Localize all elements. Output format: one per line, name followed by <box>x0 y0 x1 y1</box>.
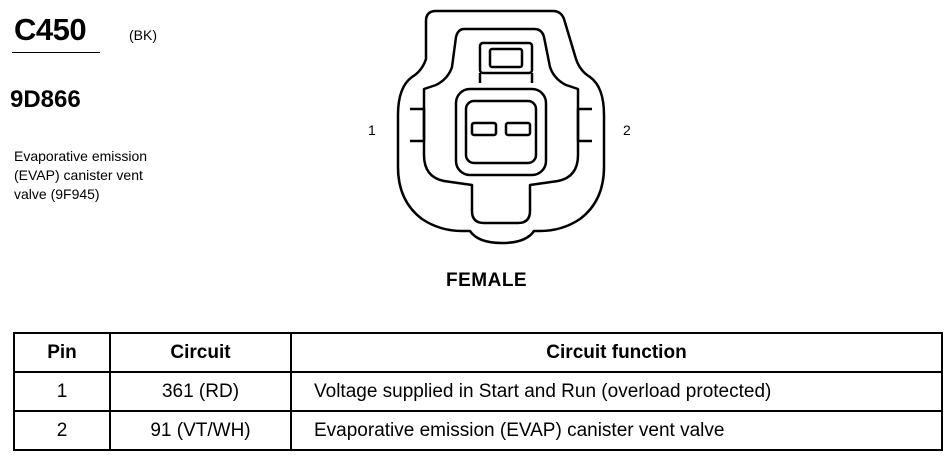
header-circuit: Circuit <box>109 332 292 373</box>
description-line: Evaporative emission <box>14 148 148 164</box>
connector-id-underline <box>12 52 100 53</box>
latch-inner <box>488 47 524 69</box>
description-line: (EVAP) canister vent <box>14 167 143 183</box>
connector-gender-label: FEMALE <box>446 270 528 291</box>
connector-face-diagram <box>396 9 606 245</box>
pin-2-slot <box>504 121 532 137</box>
terminal-cavity-outer <box>454 87 548 177</box>
cell-function: Voltage supplied in Start and Run (overl… <box>290 371 943 412</box>
left-rib <box>410 107 426 143</box>
cell-pin: 2 <box>13 410 111 451</box>
terminal-cavity-inner <box>464 99 538 165</box>
part-number: 9D866 <box>10 86 81 113</box>
connector-inner-shroud <box>422 27 580 225</box>
cell-pin: 1 <box>13 371 111 412</box>
cell-function: Evaporative emission (EVAP) canister ven… <box>290 410 943 451</box>
connector-id: C450 <box>14 12 87 47</box>
latch-outer <box>478 41 534 75</box>
cell-circuit: 91 (VT/WH) <box>109 410 292 451</box>
pin-2-label: 2 <box>623 122 631 138</box>
right-rib <box>576 107 592 143</box>
table-header-row: Pin Circuit Circuit function <box>13 332 943 373</box>
table-row: 1 361 (RD) Voltage supplied in Start and… <box>13 371 943 412</box>
component-description: Evaporative emission (EVAP) canister ven… <box>14 147 214 204</box>
header-pin: Pin <box>13 332 111 373</box>
description-line: valve (9F945) <box>14 186 100 202</box>
pin-1-label: 1 <box>368 122 376 138</box>
header-circuit-function: Circuit function <box>290 332 943 373</box>
cell-circuit: 361 (RD) <box>109 371 292 412</box>
pin-table: Pin Circuit Circuit function 1 361 (RD) … <box>13 332 943 451</box>
connector-housing-outline <box>396 9 606 245</box>
table-row: 2 91 (VT/WH) Evaporative emission (EVAP)… <box>13 410 943 451</box>
connector-color: (BK) <box>129 27 157 43</box>
pin-1-slot <box>470 121 498 137</box>
